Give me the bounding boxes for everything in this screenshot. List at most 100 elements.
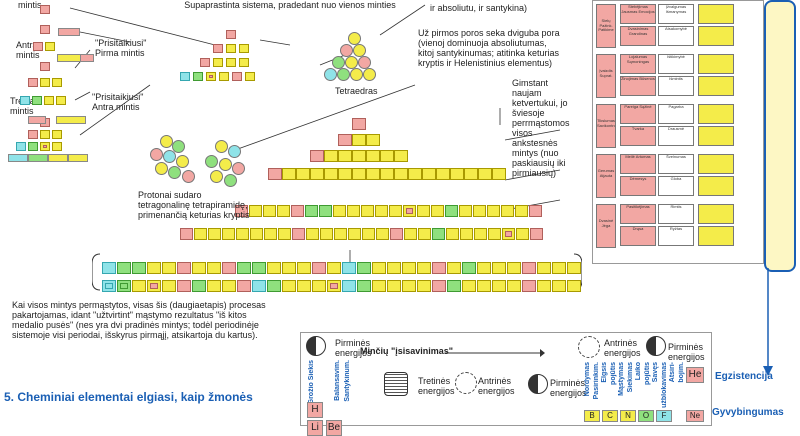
thought-cell [446, 228, 459, 240]
yin-yang-icon-b [646, 336, 666, 356]
thought-cell [380, 150, 394, 162]
thought-cell [366, 168, 380, 180]
thought-cell [432, 280, 446, 292]
label-prisitaikius-pirma: "Prisitaikiusi" Pirma mintis [95, 38, 147, 58]
thought-cell [40, 62, 50, 71]
thought-cell [473, 205, 486, 217]
thought-cell [516, 228, 529, 240]
thought-cell [507, 280, 521, 292]
thought-cell [417, 262, 431, 274]
thought-cell [338, 134, 352, 146]
thought-cell [277, 205, 290, 217]
thought-cell [362, 228, 375, 240]
energy-column-label: Mąstymas [618, 362, 625, 396]
thought-cell [32, 96, 42, 105]
thought-cell [338, 150, 352, 162]
thought-cell [291, 205, 304, 217]
thought-cell [515, 205, 528, 217]
table-cell: Drausmė [658, 126, 694, 146]
table-cell [698, 54, 734, 74]
thought-cell [432, 228, 445, 240]
thought-cell [226, 30, 236, 39]
element-f: F [656, 410, 672, 422]
thought-cell [117, 262, 131, 274]
thought-cell [132, 262, 146, 274]
thought-cell [305, 205, 318, 217]
thought-cell [207, 262, 221, 274]
thought-cell [366, 134, 380, 146]
thought-cell [492, 168, 506, 180]
thought-cell [206, 72, 216, 81]
label-antra: Antra mintis [16, 40, 40, 60]
thought-cell [282, 262, 296, 274]
table-group-label: Tikslumas Savikontrolė [596, 104, 616, 148]
thought-cell [263, 205, 276, 217]
thought-cell [372, 280, 386, 292]
pirmines-a: Pirminės energijos [335, 338, 372, 358]
table-cell [698, 76, 734, 96]
thought-cell [235, 205, 248, 217]
thought-cell [297, 262, 311, 274]
thought-cell [219, 72, 229, 81]
col-h-label: Grožio Siekis [308, 360, 315, 405]
thought-cell [477, 280, 491, 292]
thought-cell [474, 228, 487, 240]
text-pirmos-poros: Už pirmos poros seka dvi­guba pora (vien… [418, 28, 560, 68]
thought-cell [403, 205, 416, 217]
thought-cell [208, 228, 221, 240]
thought-cell [320, 228, 333, 240]
text-protonai: Protonai sudaro tetragonalinę tetrapiram… [138, 190, 250, 220]
thought-cell [418, 228, 431, 240]
element-b: B [584, 410, 600, 422]
thought-cell [417, 205, 430, 217]
table-cell: Pareiga Sąžinė [620, 104, 656, 124]
table-cell: Švelnumas [658, 154, 694, 174]
thought-cell [380, 168, 394, 180]
thought-cell [389, 205, 402, 217]
thought-cell [487, 205, 500, 217]
table-cell: Stebėjimas Jausmas Emocijos [620, 4, 656, 24]
thought-cell [306, 228, 319, 240]
thought-cell [213, 58, 223, 67]
tretines: Tretinės energijos [418, 376, 455, 396]
thought-cell [278, 228, 291, 240]
thought-cell [404, 228, 417, 240]
section-title: 5. Cheminiai elementai elgiasi, kaip žmo… [4, 390, 253, 404]
thought-cell [507, 262, 521, 274]
thought-cell [436, 168, 450, 180]
thought-cell [387, 262, 401, 274]
top-title: Supaprastinta sistema, pradedant nuo vie… [184, 0, 396, 10]
thought-cell [162, 280, 176, 292]
element-li: Li [307, 420, 323, 436]
thought-cell [432, 262, 446, 274]
thought-cell [40, 78, 50, 87]
energy-column-label: Siekimas [626, 362, 634, 393]
thought-cell [312, 262, 326, 274]
table-cell: Rimtis [658, 204, 694, 224]
label-prisitaikius-antra: "Prisitaikiusi" Antra mintis [92, 92, 144, 112]
table-cell: Globa [658, 176, 694, 196]
thought-cell [44, 96, 54, 105]
thought-cell [264, 228, 277, 240]
thought-cell [310, 150, 324, 162]
table-cell: Dvasinimas Grandinas [620, 26, 656, 46]
table-cell: Ryžtas [658, 226, 694, 246]
thought-cell [402, 280, 416, 292]
thought-cell [52, 142, 62, 151]
thought-cell [502, 228, 515, 240]
thought-cell [338, 168, 352, 180]
thought-cell [376, 228, 389, 240]
table-cell [698, 26, 734, 46]
thought-cell [297, 280, 311, 292]
atom-icon [578, 336, 600, 358]
table-cell [698, 4, 734, 24]
energy-column-label: pojūtis [643, 362, 651, 385]
thought-cell [267, 262, 281, 274]
thought-cell [312, 280, 326, 292]
thought-cell [52, 130, 62, 139]
thought-cell [522, 280, 536, 292]
thought-cell [180, 228, 193, 240]
thought-cell [40, 130, 50, 139]
thought-cell [477, 262, 491, 274]
element-n: N [620, 410, 636, 422]
